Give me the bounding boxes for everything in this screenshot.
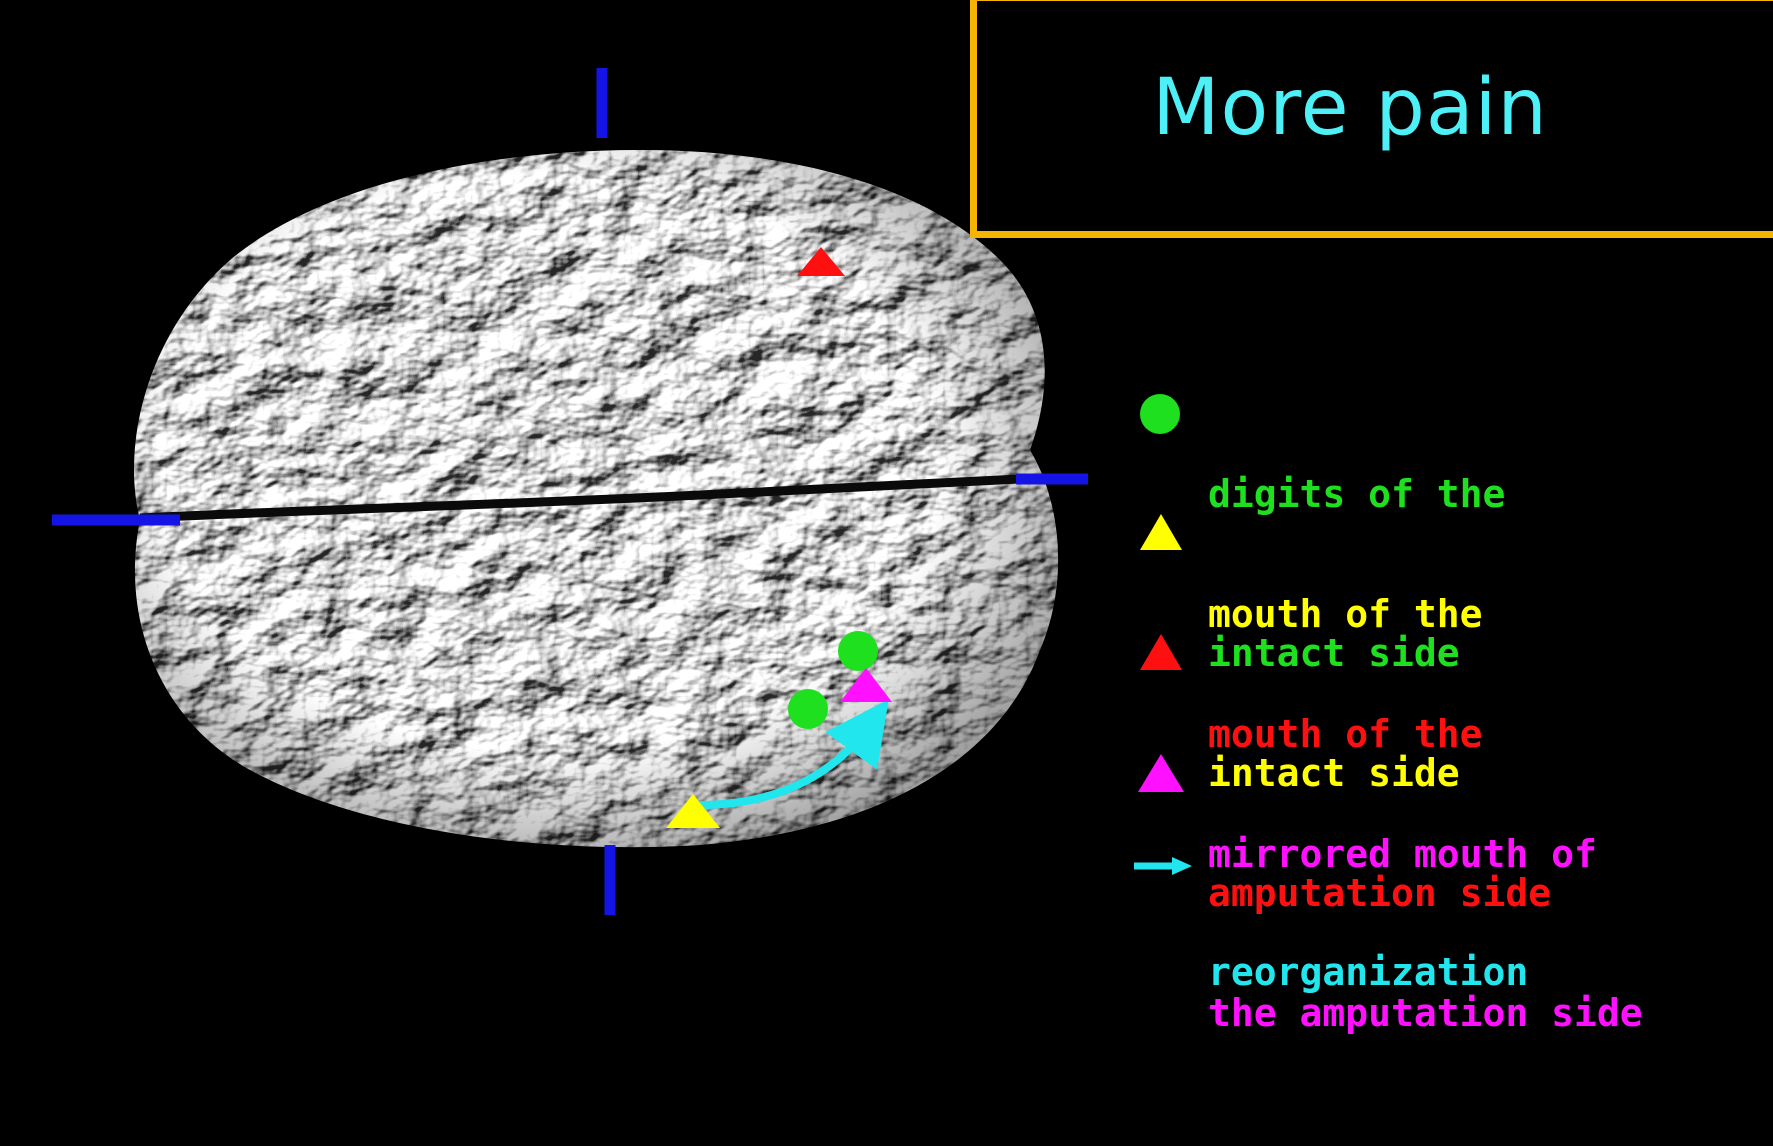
cyan-arrow-icon xyxy=(1134,854,1194,878)
legend-item-mirrored-mouth: mirrored mouth of the amputation side xyxy=(1130,722,1770,832)
slide: More pain digits of the intact side mout… xyxy=(0,0,1773,996)
legend-item-reorganization: reorganization xyxy=(1130,840,1770,900)
red-triangle-icon xyxy=(1138,632,1184,672)
magenta-triangle-icon xyxy=(1136,752,1186,794)
legend-label-line1: reorganization xyxy=(1208,946,1528,999)
title-box: More pain xyxy=(970,0,1773,238)
yellow-triangle-icon xyxy=(1138,512,1184,552)
title: More pain xyxy=(977,63,1723,153)
green-circle-icon xyxy=(1140,394,1180,434)
legend-item-mouth-intact: mouth of the intact side xyxy=(1130,482,1770,592)
green-circle-marker-2 xyxy=(788,689,828,729)
legend-item-digits: digits of the intact side xyxy=(1130,362,1770,472)
green-circle-marker-1 xyxy=(838,631,878,671)
legend-item-mouth-amputation: mouth of the amputation side xyxy=(1130,602,1770,712)
